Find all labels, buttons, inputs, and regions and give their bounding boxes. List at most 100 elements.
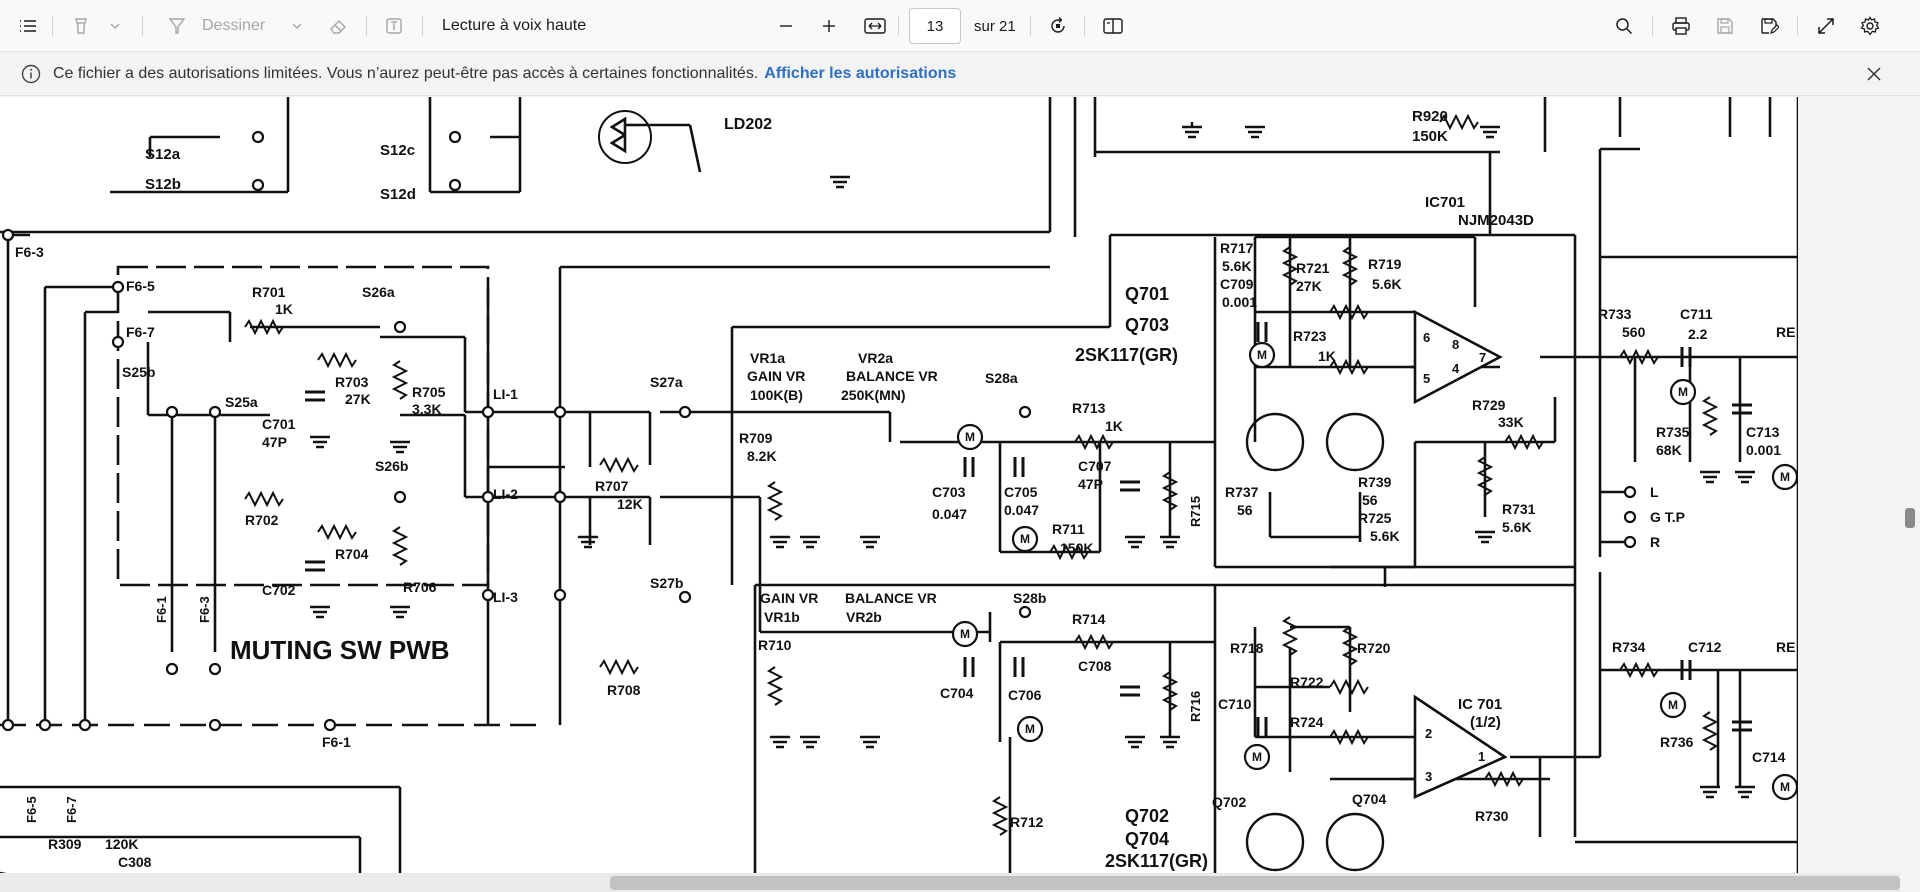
zoom-in-icon[interactable] — [813, 0, 845, 52]
chevron-down-icon[interactable] — [104, 0, 126, 52]
label-r717: R717 — [1220, 240, 1254, 256]
label-c308: C308 — [118, 854, 152, 870]
label-r735: R735 — [1656, 424, 1690, 440]
label-r729-value: 33K — [1498, 414, 1524, 430]
label-m-1: M — [965, 430, 975, 444]
label-c712: C712 — [1688, 639, 1722, 655]
label-r737-value: 56 — [1237, 502, 1253, 518]
label-c709: C709 — [1220, 276, 1254, 292]
read-aloud-button[interactable]: Lecture à voix haute — [442, 17, 587, 34]
label-f6-3-vert: F6-3 — [197, 596, 212, 623]
label-li1: LI-1 — [493, 386, 518, 402]
page-number-input[interactable]: 13 — [909, 8, 961, 44]
fullscreen-icon[interactable] — [1810, 0, 1842, 52]
label-gain-vr-b: GAIN VR — [760, 590, 818, 606]
label-r709: R709 — [739, 430, 773, 446]
label-r706: R706 — [403, 579, 437, 595]
label-r708: R708 — [607, 682, 641, 698]
highlight-icon[interactable] — [66, 0, 96, 52]
horizontal-scrollbar-thumb[interactable] — [610, 876, 1900, 890]
settings-icon[interactable] — [1854, 0, 1886, 52]
label-c701-value: 47P — [262, 434, 287, 450]
label-s27a: S27a — [650, 374, 683, 390]
vertical-scrollbar[interactable] — [1900, 97, 1920, 892]
label-r725: R725 — [1358, 510, 1392, 526]
label-vr2a-value: 250K(MN) — [841, 387, 906, 403]
label-ld202: LD202 — [724, 116, 772, 133]
search-icon[interactable] — [1608, 0, 1640, 52]
label-r713-value: 1K — [1105, 418, 1123, 434]
label-c707: C707 — [1078, 458, 1112, 474]
label-r309-value: 120K — [105, 836, 138, 852]
rotate-icon[interactable] — [1042, 0, 1074, 52]
vertical-scrollbar-thumb[interactable] — [1905, 508, 1915, 528]
label-2sk117-a: 2SK117(GR) — [1075, 345, 1178, 365]
document-viewer[interactable]: LD202 S12a S12b S12c S12d R920 150K F6-3… — [0, 97, 1920, 892]
label-re-2: RE — [1776, 639, 1795, 655]
chevron-down-icon[interactable] — [286, 0, 308, 52]
draw-icon[interactable] — [162, 0, 192, 52]
label-r712: R712 — [1010, 814, 1044, 830]
label-m-8: M — [1780, 470, 1790, 484]
label-r723-value: 1K — [1318, 348, 1336, 364]
label-c708: C708 — [1078, 658, 1112, 674]
label-q702: Q702 — [1212, 794, 1246, 810]
label-r711-value: 150K — [1060, 540, 1093, 556]
label-pin2: 2 — [1425, 726, 1432, 741]
label-m-10: M — [1780, 780, 1790, 794]
draw-label[interactable]: Dessiner — [202, 17, 266, 34]
label-ic701-b-half: (1/2) — [1470, 714, 1501, 731]
label-gain-vr-a: GAIN VR — [747, 368, 805, 384]
label-f6-1-vert: F6-1 — [154, 596, 169, 623]
label-pin4: 4 — [1452, 361, 1460, 376]
contents-icon[interactable] — [12, 0, 44, 52]
text-icon[interactable] — [378, 0, 410, 52]
label-f6-5: F6-5 — [126, 278, 155, 294]
label-q703-a: Q703 — [1125, 315, 1169, 335]
label-f6-5-vert: F6-5 — [24, 796, 39, 823]
label-r724: R724 — [1290, 714, 1324, 730]
eraser-icon[interactable] — [322, 0, 354, 52]
save-as-icon[interactable] — [1753, 0, 1785, 52]
page-view-icon[interactable] — [1096, 0, 1130, 52]
fit-width-icon[interactable] — [858, 0, 892, 52]
label-r719: R719 — [1368, 256, 1402, 272]
label-r736: R736 — [1660, 734, 1694, 750]
label-r735-value: 68K — [1656, 442, 1682, 458]
label-ic701: IC701 — [1425, 194, 1465, 211]
label-c701: C701 — [262, 416, 296, 432]
label-c711: C711 — [1680, 306, 1713, 322]
close-icon[interactable] — [1862, 62, 1886, 86]
label-q704: Q704 — [1352, 791, 1386, 807]
label-q702-b: Q702 — [1125, 806, 1169, 826]
label-r733-value: 560 — [1622, 324, 1646, 340]
label-s26a: S26a — [362, 284, 395, 300]
print-icon[interactable] — [1664, 0, 1698, 52]
permissions-infobar: Ce fichier a des autorisations limitées.… — [0, 52, 1920, 96]
label-r723: R723 — [1293, 328, 1327, 344]
label-r719-value: 5.6K — [1372, 276, 1402, 292]
label-r703-value: 27K — [345, 391, 371, 407]
label-f6-7-vert: F6-7 — [64, 796, 79, 823]
label-r731-value: 5.6K — [1502, 519, 1532, 535]
save-icon[interactable] — [1709, 0, 1741, 52]
label-c713: C713 — [1746, 424, 1780, 440]
label-ic701-part: NJM2043D — [1458, 212, 1534, 229]
label-r714: R714 — [1072, 611, 1106, 627]
label-r702: R702 — [245, 512, 279, 528]
label-q704-b: Q704 — [1125, 829, 1169, 849]
label-r711: R711 — [1052, 521, 1085, 537]
label-r701-value: 1K — [275, 301, 293, 317]
label-m-7: M — [1678, 385, 1688, 399]
label-s12b: S12b — [145, 176, 181, 193]
zoom-out-icon[interactable] — [770, 0, 802, 52]
label-muting-sw-pwb: MUTING SW PWB — [230, 635, 450, 665]
label-tp-g: G T.P — [1650, 509, 1685, 525]
label-r705-value: 3.3K — [412, 401, 442, 417]
label-s12c: S12c — [380, 142, 415, 159]
label-2sk117-b: 2SK117(GR) — [1105, 851, 1208, 871]
label-pin3: 3 — [1425, 769, 1432, 784]
show-permissions-link[interactable]: Afficher les autorisations — [764, 65, 957, 82]
label-r920-value: 150K — [1412, 128, 1448, 145]
label-r731: R731 — [1502, 501, 1536, 517]
